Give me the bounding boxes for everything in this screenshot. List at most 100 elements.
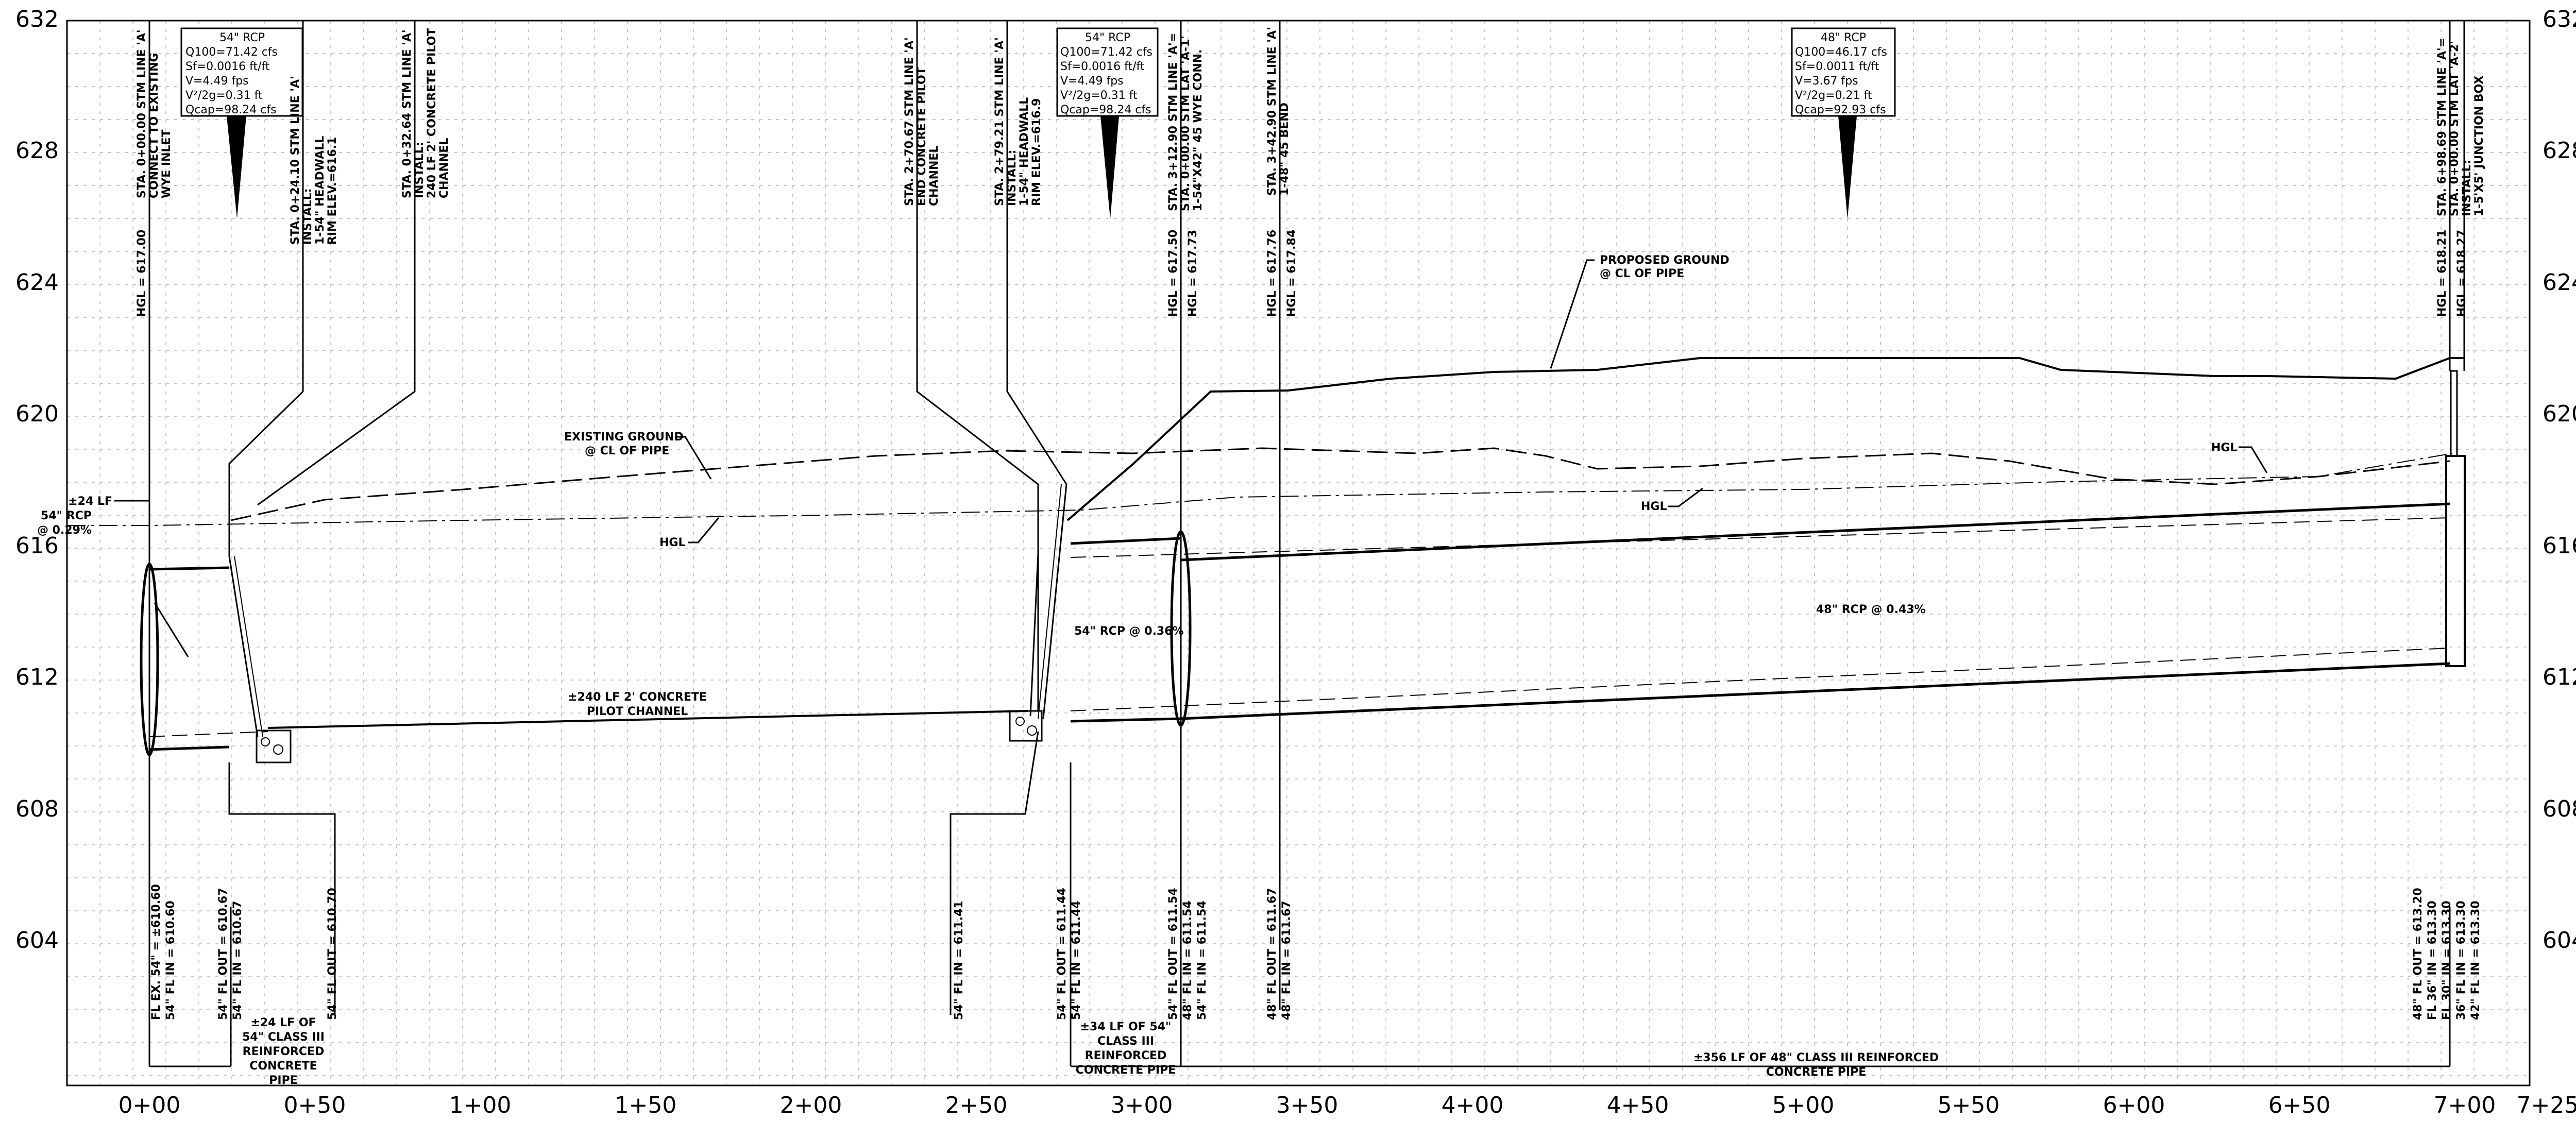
hgl-note-2: HGL (1641, 487, 1703, 513)
pipe-run-line: REINFORCED (243, 1045, 325, 1058)
hgl-value-3+12: HGL = 617.50 HGL = 617.73 (1167, 230, 1199, 317)
flowline-3+12: 54" FL OUT = 611.54 48" FL IN = 611.54 5… (1167, 888, 1209, 1020)
callout-line: STA. 0+24.10 STM LINE 'A' (289, 76, 302, 245)
elevation-axis-left: 632 628 624 620 616 612 608 604 (15, 6, 59, 954)
flowline-value: 54" FL OUT = 611.54 (1167, 888, 1180, 1020)
flowline-value: 54" FL IN = 611.54 (1196, 901, 1209, 1020)
note-line: @ CL OF PIPE (585, 445, 669, 457)
elev-tick-620-right: 620 (2543, 401, 2576, 427)
pipe-run-line: CLASS III (1097, 1035, 1154, 1048)
flowline-value: 54" FL IN = 610.60 (164, 901, 177, 1020)
elev-tick-624-right: 624 (2543, 269, 2576, 296)
flowline-value: FL 30" IN = 613.30 (2441, 901, 2453, 1020)
hyd-box-1-line-5: Qcap=98.24 cfs (185, 104, 277, 116)
hyd-box-1-line-4: V²/2g=0.31 ft (185, 89, 263, 102)
station-tick-1+50: 1+50 (615, 1092, 677, 1118)
hyd-box-2-line-3: V=4.49 fps (1060, 75, 1124, 88)
hgl-line (67, 453, 2453, 526)
callout-line: INSTALL: (301, 188, 314, 245)
elev-tick-620: 620 (15, 401, 59, 427)
hydraulic-box-3: 48" RCP Q100=46.17 cfs Sf=0.0011 ft/ft V… (1791, 27, 1896, 219)
flowline-value: 48" FL OUT = 611.67 (1266, 888, 1279, 1020)
hgl-value: HGL = 617.50 (1167, 230, 1180, 317)
hgl-value: HGL = 617.76 (1266, 230, 1279, 317)
note-line: @ CL OF PIPE (1600, 267, 1684, 280)
flowline-value: 42" FL IN = 613.30 (2469, 901, 2482, 1020)
elev-tick-608-right: 608 (2543, 796, 2576, 822)
pipe-run-line: ±34 LF OF 54" (1080, 1021, 1172, 1033)
callout-line: STA. 2+70.67 STM LINE 'A' (903, 37, 916, 206)
flowline-6+98: 48" FL OUT = 613.20 FL 36" IN = 613.30 F… (2412, 888, 2482, 1020)
note-line: PROPOSED GROUND (1600, 254, 1730, 267)
callout-line: STA. 0+32.64 STM LINE 'A' (401, 29, 414, 198)
flowline-value: FL EX. 54" = ±610.60 (150, 884, 163, 1020)
callout-line: STA. 6+98.69 STM LINE 'A'= (2436, 38, 2449, 216)
hgl-note-3: HGL (2211, 441, 2268, 473)
callout-line: CHANNEL (928, 146, 941, 206)
hyd-box-3-line-3: V=3.67 fps (1795, 75, 1858, 88)
elev-tick-616: 616 (15, 533, 59, 559)
station-tick-7+00: 7+00 (2434, 1092, 2496, 1118)
flowline-3+42: 48" FL OUT = 611.67 48" FL IN = 611.67 (1266, 888, 1293, 1020)
flowline-0+32: 54" FL OUT = 610.70 (326, 888, 339, 1020)
existing-ground-note: EXISTING GROUND @ CL OF PIPE (564, 431, 712, 480)
flow-arrow-icon (1100, 116, 1119, 219)
callout-line: 1-54" HEADWALL (1018, 97, 1031, 206)
callout-line: RIM ELEV.=616.1 (326, 137, 339, 245)
elev-tick-612-right: 612 (2543, 664, 2576, 690)
station-callout-3+12: STA. 3+12.90 STM LINE 'A'= STA. 0+00.00 … (1167, 33, 1205, 211)
note-line: PILOT CHANNEL (587, 705, 688, 718)
station-tick-5+00: 5+00 (1772, 1092, 1835, 1118)
pipe-54-slope-label: 54" RCP @ 0.36% (1074, 625, 1184, 638)
hgl-value: HGL = 617.84 (1285, 230, 1298, 317)
pipe-profiles (140, 370, 2466, 763)
callout-line: INSTALL: (2461, 160, 2473, 216)
elev-tick-628-right: 628 (2543, 138, 2576, 164)
flowline-value: 54" FL OUT = 610.70 (326, 888, 339, 1020)
station-callout-3+42: STA. 3+42.90 STM LINE 'A' 1-48" 45 BEND (1266, 27, 1291, 196)
hyd-box-1-title: 54" RCP (219, 31, 265, 44)
existing-ground-line (230, 447, 2450, 521)
callout-line: RIM ELEV.=616.9 (1030, 98, 1043, 206)
station-tick-3+50: 3+50 (1276, 1092, 1338, 1118)
station-callout-0+24: STA. 0+24.10 STM LINE 'A' INSTALL: 1-54"… (289, 76, 339, 245)
hyd-box-2-line-5: Qcap=98.24 cfs (1060, 104, 1151, 116)
flowline-2+79: 54" FL OUT = 611.44 54" FL IN = 611.44 (1056, 888, 1083, 1020)
callout-line: INSTALL: (413, 142, 426, 198)
elevation-axis-right: 632 628 624 620 616 612 608 604 (2543, 6, 2576, 954)
hgl-value: HGL = 618.21 (2436, 230, 2449, 317)
flowline-0+24: 54" FL OUT = 610.67 54" FL IN = 610.67 (217, 888, 244, 1020)
hgl-value-0+00: HGL = 617.00 (135, 230, 148, 317)
elev-tick-624: 624 (15, 269, 59, 296)
station-callout-2+70: STA. 2+70.67 STM LINE 'A' END CONCRETE P… (903, 37, 941, 206)
hyd-box-1-line-1: Q100=71.42 cfs (185, 46, 278, 59)
flowline-value: 54" FL OUT = 610.67 (217, 888, 230, 1020)
flowline-value: 54" FL IN = 611.41 (953, 901, 965, 1020)
callout-line: STA. 0+00.00 STM LAT 'A-1' (1179, 36, 1192, 211)
hgl-note-label: HGL (1641, 500, 1667, 513)
station-tick-2+00: 2+00 (780, 1092, 842, 1118)
hyd-box-2-line-2: Sf=0.0016 ft/ft (1060, 60, 1145, 73)
station-tick-4+50: 4+50 (1607, 1092, 1669, 1118)
station-callout-0+32: STA. 0+32.64 STM LINE 'A' INSTALL: 240 L… (401, 28, 451, 198)
callout-line: END CONCRETE PILOT (916, 67, 928, 206)
hgl-value: HGL = 617.73 (1187, 230, 1199, 317)
flowline-value: FL 36" IN = 613.30 (2426, 901, 2439, 1020)
flowline-value: 54" FL OUT = 611.44 (1056, 888, 1069, 1020)
elev-tick-612: 612 (15, 664, 59, 690)
elev-tick-604: 604 (15, 927, 59, 954)
callout-line: STA. 3+42.90 STM LINE 'A' (1266, 27, 1279, 196)
pipe-run-line: REINFORCED (1085, 1049, 1167, 1062)
station-axis: 0+00 0+50 1+00 1+50 2+00 2+50 3+00 3+50 … (118, 1092, 2576, 1118)
callout-line: 240 LF 2' CONCRETE PILOT (426, 28, 438, 198)
flowline-2+70: 54" FL IN = 611.41 (953, 901, 965, 1020)
hyd-box-2-line-4: V²/2g=0.31 ft (1060, 89, 1138, 102)
elev-tick-604-right: 604 (2543, 927, 2576, 954)
hyd-box-3-line-5: Qcap=92.93 cfs (1795, 104, 1886, 116)
station-tick-4+00: 4+00 (1442, 1092, 1504, 1118)
hgl-value-6+98: HGL = 618.21 HGL = 618.27 (2436, 230, 2468, 317)
callout-line: 1-54"X42" 45 WYE CONN. (1192, 49, 1205, 211)
hgl-value: HGL = 618.27 (2455, 230, 2468, 317)
pipe-run-line: ±356 LF OF 48" CLASS III REINFORCED (1693, 1051, 1939, 1064)
